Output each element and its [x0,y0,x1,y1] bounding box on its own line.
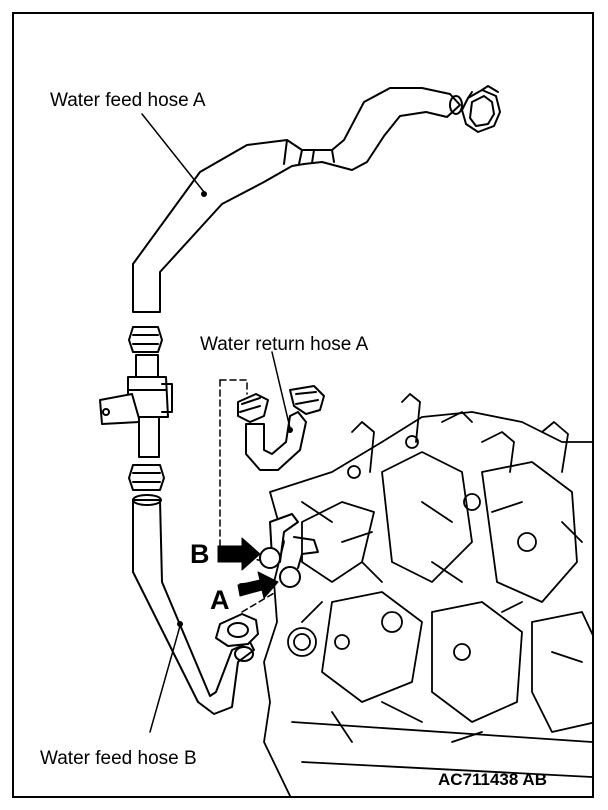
arrow-a-icon [237,571,279,599]
water-feed-hose-b [132,494,255,715]
leader-lines [141,113,291,733]
figure-code: AC711438 AB [438,770,547,789]
water-feed-hose-a [132,87,463,313]
diagram-frame: Water feed hose A Water return hose A Wa… [12,12,594,798]
arrow-b-icon [217,537,261,571]
engine-block [263,393,592,796]
hose-clamp-engine [215,613,259,647]
label-arrow-b: B [190,539,210,569]
water-valve [99,354,173,458]
label-arrow-a: A [210,585,230,615]
hose-clamp-upper [128,326,163,353]
label-water-feed-hose-a: Water feed hose A [50,90,206,111]
leader-dot-return-a [287,427,293,433]
port-a [279,536,319,588]
label-water-return-hose-a: Water return hose A [200,334,369,355]
label-water-feed-hose-b: Water feed hose B [40,748,197,769]
leader-dot-feed-b [177,621,183,627]
leader-dot-feed-a [201,191,207,197]
water-return-hose-a [237,385,325,471]
hose-diagram [99,85,592,796]
hose-clamp-lower [128,464,165,491]
port-b [259,513,299,569]
hose-clamp-top [461,85,501,133]
